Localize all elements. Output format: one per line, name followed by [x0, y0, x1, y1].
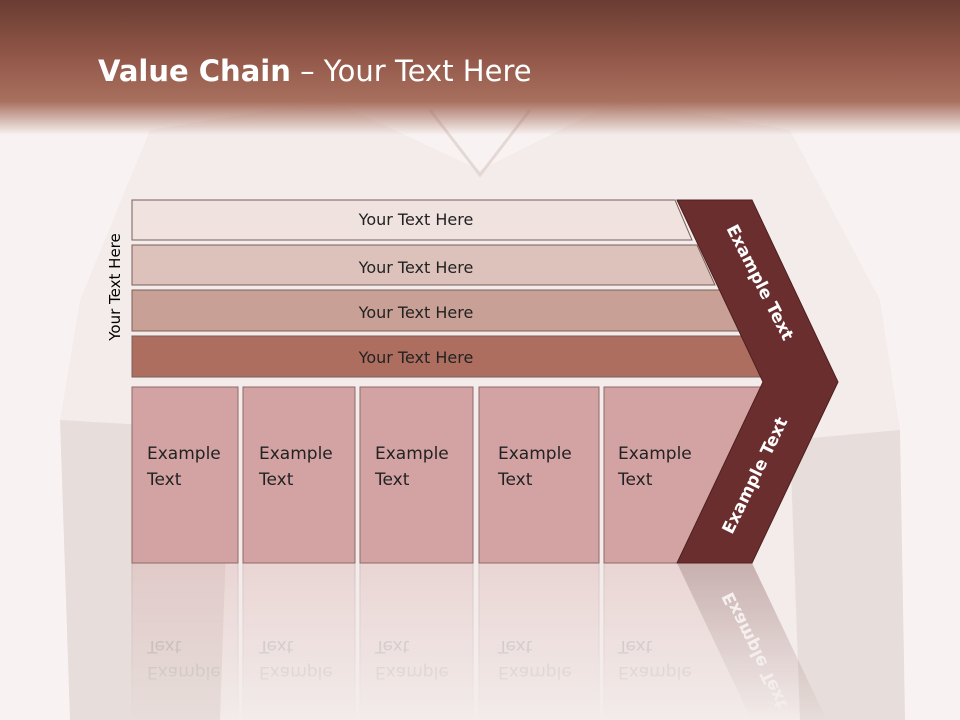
reflection-col-4-line1: Example: [498, 662, 572, 682]
column-1-line2: Text: [146, 470, 182, 490]
column-2: Example Text: [242, 386, 356, 564]
column-1: Example Text: [131, 386, 239, 564]
column-4-line1: Example: [498, 444, 572, 464]
reflection-col-4-line2: Text: [497, 636, 533, 656]
column-3-line1: Example: [375, 444, 449, 464]
column-5: Example Text: [603, 386, 763, 564]
column-3-line2: Text: [374, 470, 410, 490]
reflection-col-3-line1: Example: [375, 662, 449, 682]
title-bold: Value Chain: [98, 54, 291, 88]
bar-4: Your Text Here: [131, 335, 764, 378]
column-4: Example Text: [478, 386, 600, 564]
reflection-col-3-line2: Text: [374, 636, 410, 656]
reflection-col-5-line2: Text: [617, 636, 653, 656]
reflection-col-2-line2: Text: [258, 636, 294, 656]
bar-3-label: Your Text Here: [358, 303, 474, 322]
column-2-line1: Example: [259, 444, 333, 464]
bar-1: Your Text Here: [131, 199, 693, 241]
reflection-col-2-line1: Example: [259, 662, 333, 682]
column-2-line2: Text: [258, 470, 294, 490]
bar-2: Your Text Here: [131, 244, 716, 286]
title-band: [0, 0, 960, 135]
reflection-col-5-line1: Example: [618, 662, 692, 682]
column-1-line1: Example: [147, 444, 221, 464]
column-4-line2: Text: [497, 470, 533, 490]
bar-2-label: Your Text Here: [358, 258, 474, 277]
diagram-reflection: Example Text Example Text Example Text E…: [131, 562, 827, 720]
bar-4-label: Your Text Here: [358, 348, 474, 367]
column-5-line2: Text: [617, 470, 653, 490]
column-3: Example Text: [359, 386, 474, 564]
reflection-col-1-line1: Example: [147, 662, 221, 682]
title-rest: – Your Text Here: [290, 54, 532, 88]
slide-title: Value Chain – Your Text Here: [98, 54, 532, 88]
reflection-col-1-line2: Text: [146, 636, 182, 656]
bar-1-label: Your Text Here: [358, 210, 474, 229]
column-5-line1: Example: [618, 444, 692, 464]
bar-3: Your Text Here: [131, 289, 741, 332]
